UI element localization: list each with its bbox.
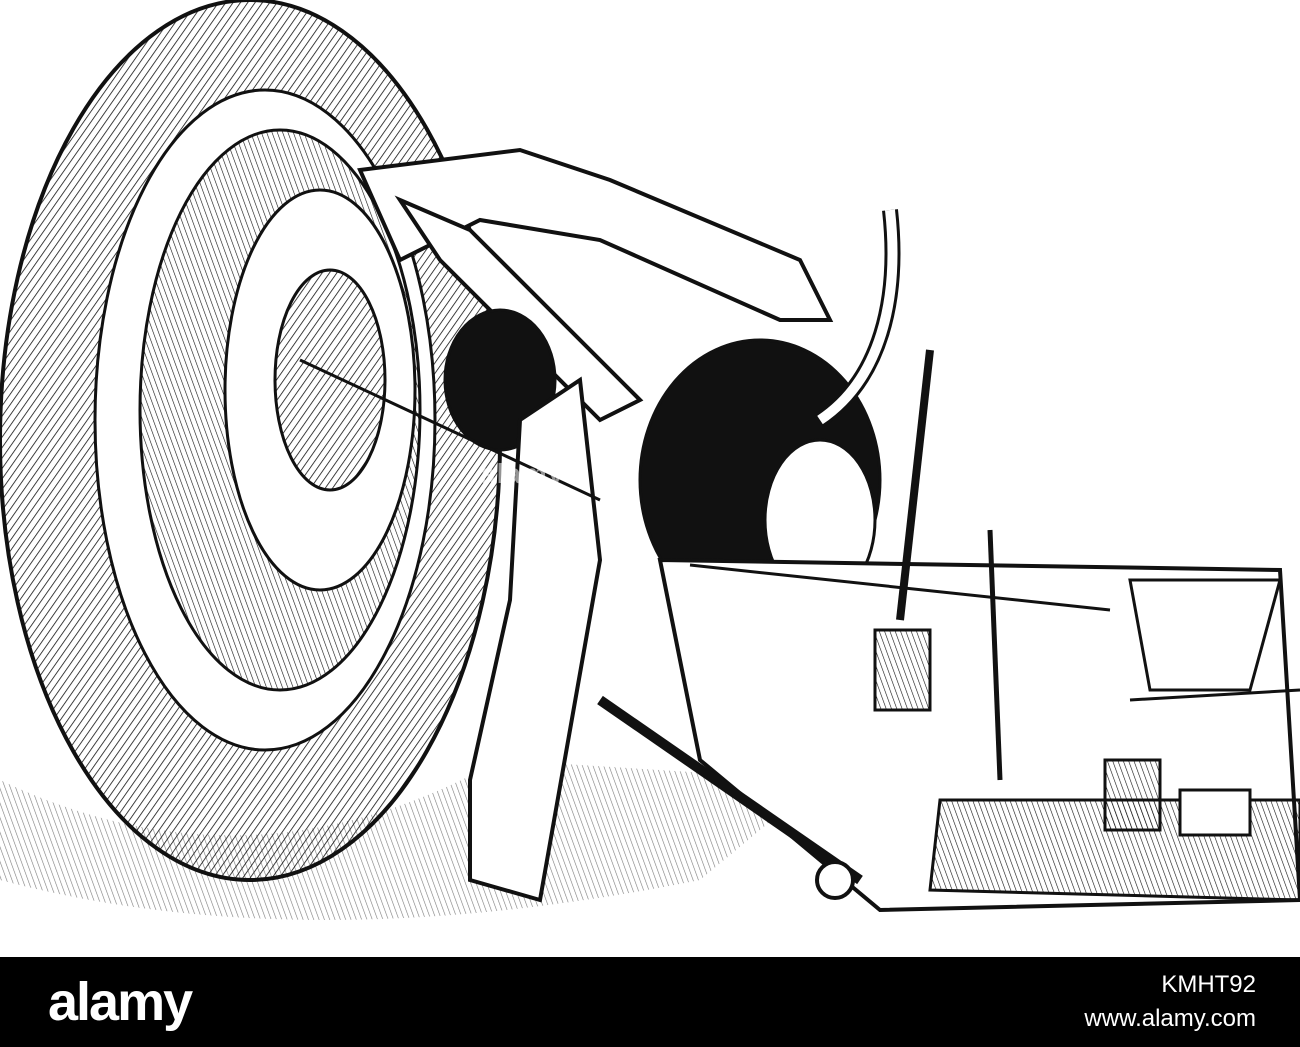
cover-plate — [1178, 788, 1252, 837]
hub — [273, 268, 387, 492]
suspension-illustration — [0, 0, 1300, 920]
tie-rod — [597, 695, 863, 885]
ground-shadow — [0, 760, 820, 920]
brake-cable-right — [1129, 688, 1300, 702]
vertical-rod — [896, 349, 934, 621]
brand-logo: alamy — [48, 972, 193, 1032]
tie-rod-end — [815, 860, 855, 900]
site-url: www.alamy.com — [1084, 1005, 1256, 1032]
steering-arm — [394, 195, 644, 423]
spring-cylinder — [873, 628, 932, 712]
watermark: alamy — [480, 458, 565, 489]
line-art-drawing — [0, 0, 1300, 920]
bolt-boss — [1103, 758, 1162, 832]
image-id: KMHT92 — [1161, 971, 1256, 998]
brake-cable — [299, 358, 601, 502]
footer-bar: alamy KMHT92 www.alamy.com — [0, 957, 1300, 1047]
frame-channel — [468, 376, 603, 903]
mounting-bracket — [1128, 578, 1282, 692]
control-rod — [987, 529, 1003, 781]
